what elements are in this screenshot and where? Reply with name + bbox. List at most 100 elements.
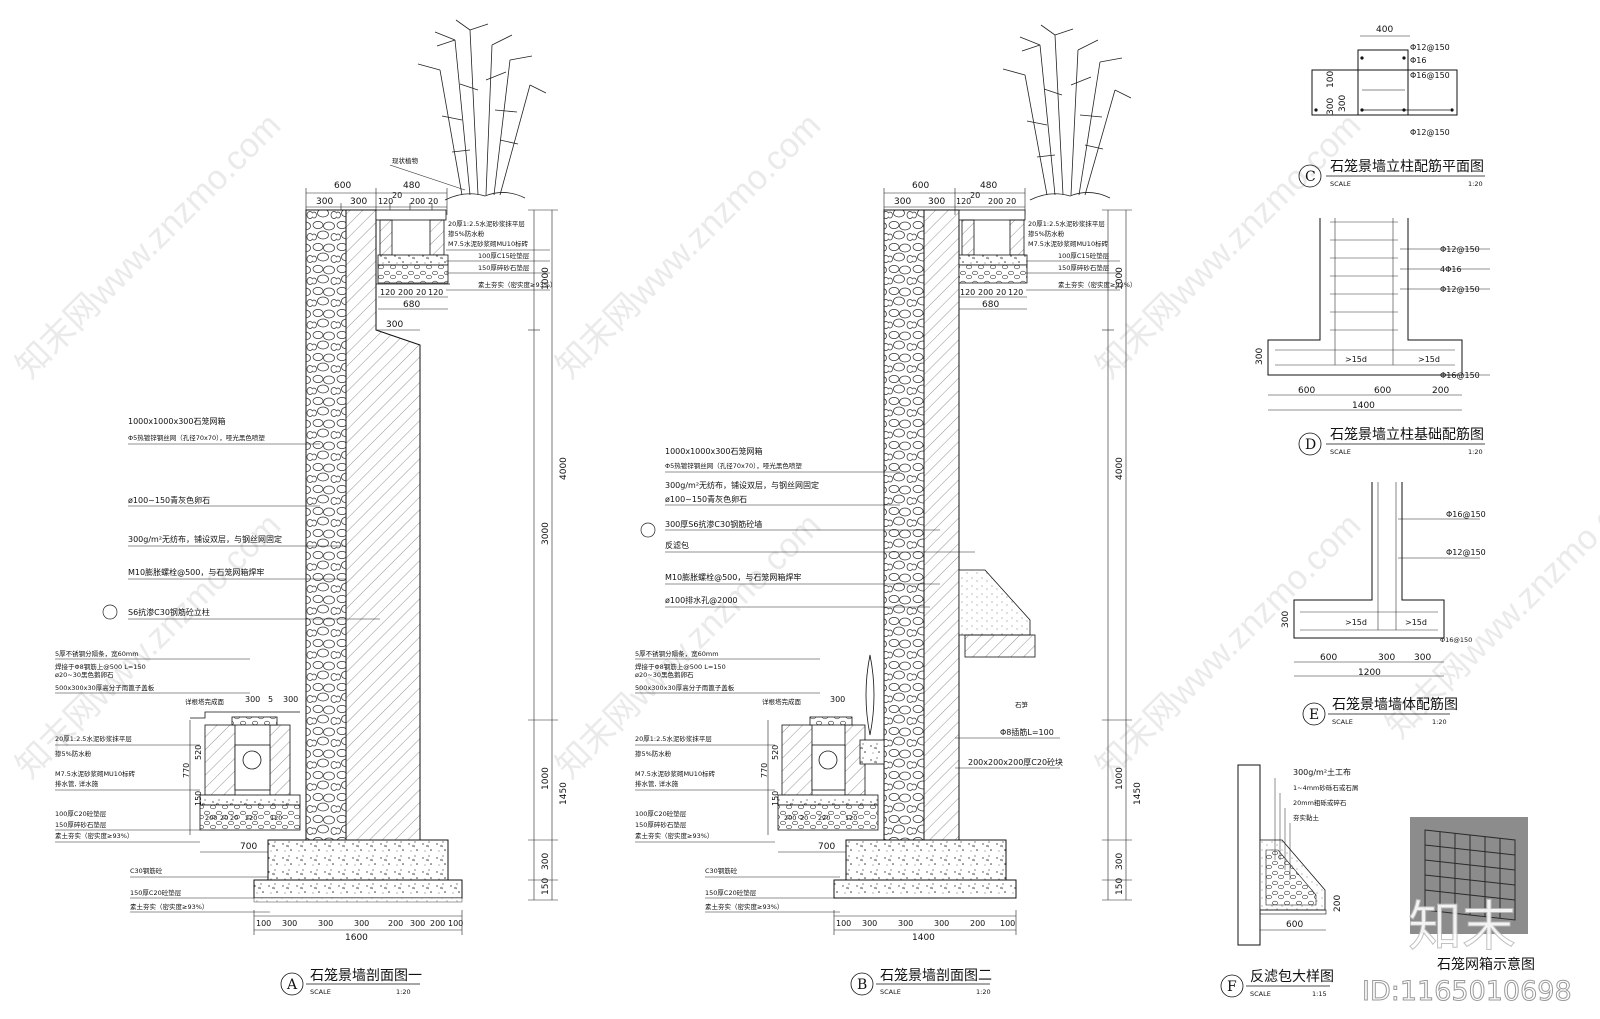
svg-text:20: 20 [970,191,980,200]
watermark-id: ID:1165010698 [1362,976,1572,1007]
svg-text:掺5%防水粉: 掺5%防水粉 [1028,229,1065,238]
dim-label: 120 [380,288,395,297]
watermark-text: 知末网www.znzmo.com [1089,106,1368,385]
svg-text:M10膨胀螺栓@500，与石笼网箱焊牢: M10膨胀螺栓@500，与石笼网箱焊牢 [665,572,801,582]
svg-text:>15d: >15d [1345,618,1367,627]
svg-text:100: 100 [836,919,851,928]
gabion-photo: 石笼网箱示意图 [1410,817,1535,973]
svg-text:C30钢筋砼: C30钢筋砼 [130,866,163,875]
drawing-title: 反滤包大样图 [1250,969,1334,985]
svg-text:>15d: >15d [1418,355,1440,364]
scale-value: 1:20 [396,988,411,996]
concrete-wall [923,209,960,841]
svg-text:100: 100 [1326,71,1336,88]
svg-text:200: 200 [430,919,445,928]
svg-text:5: 5 [268,695,273,704]
svg-text:100: 100 [1000,919,1015,928]
svg-text:掺5%防水粉: 掺5%防水粉 [448,229,485,238]
section-b: 600 480 300 300 120 20 200 20 20厚1:2.5水泥… [635,24,1143,996]
svg-text:150厚碎砂石垫层: 150厚碎砂石垫层 [55,820,107,829]
svg-text:1400: 1400 [1352,401,1375,411]
dim-label: 300 [316,197,333,207]
watermark-text: 知末网www.znzmo.com [9,506,288,785]
svg-text:1:15: 1:15 [1312,990,1327,998]
svg-text:200: 200 [970,919,985,928]
svg-text:500x300x30厚高分子雨篦子盖板: 500x300x30厚高分子雨篦子盖板 [635,683,735,692]
svg-text:1200: 1200 [1358,668,1381,678]
svg-text:20厚1:2.5水泥砂浆抹平层: 20厚1:2.5水泥砂浆抹平层 [1028,219,1105,228]
svg-text:1000x1000x300石笼网箱: 1000x1000x300石笼网箱 [128,416,225,426]
svg-text:300: 300 [928,197,945,207]
svg-text:Φ12@150: Φ12@150 [1440,245,1480,254]
svg-text:300: 300 [934,919,949,928]
svg-text:详根塔完成面: 详根塔完成面 [185,697,225,706]
photo-caption: 石笼网箱示意图 [1437,956,1535,973]
stone-shoot-icon [865,654,875,736]
right-dimensions [1102,209,1132,901]
svg-text:1000x1000x300石笼网箱: 1000x1000x300石笼网箱 [665,446,762,456]
section-marker-icon [1298,432,1322,456]
svg-text:20: 20 [230,814,238,822]
svg-text:Φ12@150: Φ12@150 [1440,285,1480,294]
foundation-footing [267,839,449,881]
callout-circle-icon [640,522,656,538]
svg-text:200: 200 [388,919,403,928]
svg-text:600: 600 [1286,920,1303,930]
svg-text:200: 200 [205,814,217,822]
scale-label: SCALE [880,988,901,996]
svg-text:20厚1:2.5水泥砂浆抹平层: 20厚1:2.5水泥砂浆抹平层 [55,734,132,743]
svg-text:300: 300 [245,695,260,704]
svg-text:4Φ16: 4Φ16 [1440,265,1462,274]
watermark-text: 知末网www.znzmo.com [549,106,828,385]
svg-text:1:20: 1:20 [1468,180,1483,188]
svg-text:掺5%防水粉: 掺5%防水粉 [635,749,672,758]
right-dimensions [528,209,558,901]
svg-text:M7.5水泥砂浆砌MU10标砖: M7.5水泥砂浆砌MU10标砖 [448,239,529,248]
svg-text:300: 300 [1281,611,1291,628]
svg-text:ø20~30黑色鹅卵石: ø20~30黑色鹅卵石 [55,670,114,679]
foundation-footing [845,839,1007,881]
svg-text:素土夯实（密实度≥93%）: 素土夯实（密实度≥93%） [635,831,713,840]
svg-text:150: 150 [1115,878,1125,895]
svg-text:300: 300 [894,197,911,207]
dim-label: 20 [392,191,402,200]
svg-text:200: 200 [1333,895,1343,912]
svg-text:1:20: 1:20 [1468,448,1483,456]
svg-text:素土夯实（密实度≥93%）: 素土夯实（密实度≥93%） [130,902,208,911]
svg-text:520: 520 [194,745,203,760]
watermark-text: 知末网www.znzmo.com [1089,506,1368,785]
scale-label: SCALE [310,988,331,996]
watermark-layer: 知末网www.znzmo.com 知末网www.znzmo.com 知末网www… [9,106,1600,785]
svg-text:Φ12@150: Φ12@150 [1410,43,1450,52]
svg-text:F: F [1227,979,1237,995]
svg-text:300: 300 [1414,653,1431,663]
svg-text:1000: 1000 [1115,767,1125,790]
lower-notes: 5厚不锈钢分隔条，宽60mm 焊接于Φ8钢筋上@500 L=150 ø20~30… [635,649,840,913]
dim-label: 20 [416,288,426,297]
svg-text:120: 120 [1008,288,1023,297]
svg-text:500x300x30厚高分子雨篦子盖板: 500x300x30厚高分子雨篦子盖板 [55,683,155,692]
svg-text:20mm粗砾或碎石: 20mm粗砾或碎石 [1293,798,1347,807]
svg-text:300: 300 [410,919,425,928]
svg-text:150厚C20砼垫层: 150厚C20砼垫层 [130,888,182,897]
svg-text:Φ12@150: Φ12@150 [1410,128,1450,137]
svg-text:300: 300 [283,695,298,704]
svg-text:夯实黏土: 夯实黏土 [1293,813,1320,822]
dim-label: 300 [386,320,403,330]
detail-e: >15d >15d Φ16@150 Φ12@150 Φ16@150 300 60… [1281,482,1486,726]
svg-text:300: 300 [862,919,877,928]
svg-text:220: 220 [245,814,257,822]
svg-text:200: 200 [988,197,1003,206]
svg-text:1:20: 1:20 [1432,718,1447,726]
svg-text:600: 600 [1374,386,1391,396]
foundation-cushion [253,879,463,899]
section-marker-icon [1220,974,1244,998]
svg-text:M7.5水泥砂浆砌MU10标砖: M7.5水泥砂浆砌MU10标砖 [635,769,716,778]
svg-text:100厚C15砼垫层: 100厚C15砼垫层 [478,251,530,260]
svg-text:ø100~150青灰色卵石: ø100~150青灰色卵石 [128,495,210,505]
svg-text:C: C [1305,169,1316,185]
svg-text:Φ16@150: Φ16@150 [1410,71,1450,80]
planter-notes: 20厚1:2.5水泥砂浆抹平层 掺5%防水粉 M7.5水泥砂浆砌MU10标砖 1… [446,219,556,291]
svg-text:M7.5水泥砂浆砌MU10标砖: M7.5水泥砂浆砌MU10标砖 [1028,239,1109,248]
planter-notes: 20厚1:2.5水泥砂浆抹平层 掺5%防水粉 M7.5水泥砂浆砌MU10标砖 1… [1026,219,1136,291]
